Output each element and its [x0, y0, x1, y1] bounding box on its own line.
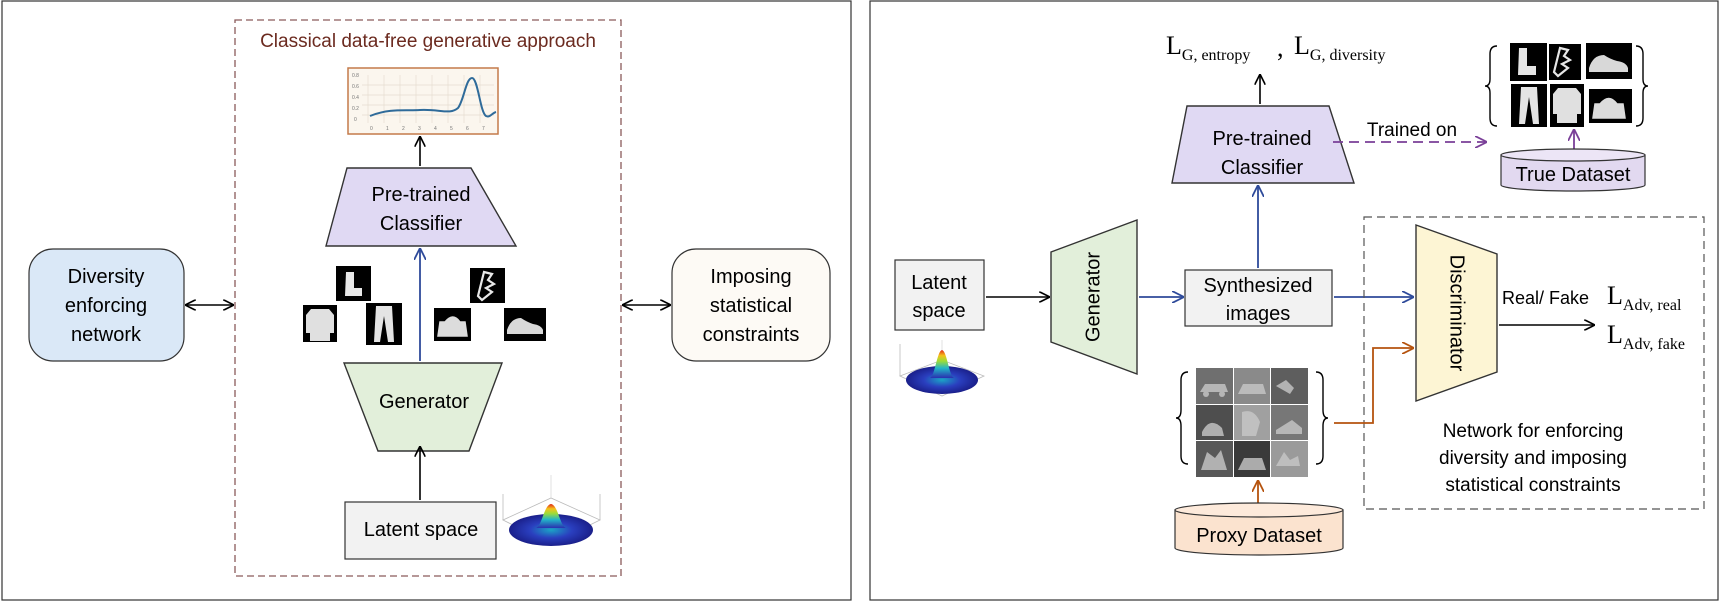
- svg-text:5: 5: [450, 126, 453, 132]
- true-dataset-samples: [1484, 43, 1649, 127]
- svg-text:7: 7: [482, 126, 485, 132]
- synthesized-images-box: [1184, 269, 1333, 327]
- svg-text:6: 6: [466, 126, 469, 132]
- trained-on-label: Trained on: [1367, 120, 1457, 141]
- diversity-network-box: [28, 248, 185, 362]
- svg-text:3: 3: [418, 126, 421, 132]
- discriminator-shape: [1415, 224, 1498, 402]
- right-latent-label-1: Latent: [911, 272, 967, 294]
- constraints-label-3: constraints: [703, 324, 800, 346]
- loss-separator: ,: [1277, 33, 1284, 62]
- svg-text:0.4: 0.4: [352, 95, 359, 101]
- svg-text:0.2: 0.2: [352, 106, 359, 112]
- left-generated-samples: [303, 266, 546, 345]
- left-panel: Classical data-free generative approach …: [1, 0, 852, 601]
- loss-entropy: LG, entropy: [1166, 31, 1250, 64]
- discriminator-label: Discriminator: [1446, 255, 1468, 372]
- network-caption-1: Network for enforcing: [1443, 421, 1624, 442]
- svg-text:0: 0: [354, 117, 357, 123]
- svg-text:0.8: 0.8: [352, 73, 359, 79]
- constraints-label-2: statistical: [710, 295, 792, 317]
- classifier-output-plot: 0.8 0.6 0.4 0.2 0 0 1 2 3 4 5 6 7: [347, 67, 499, 135]
- diversity-label-1: Diversity: [68, 266, 145, 288]
- left-classifier-label-1: Pre-trained: [372, 184, 471, 206]
- svg-text:1: 1: [386, 126, 389, 132]
- right-latent-box: [894, 259, 985, 331]
- enforcing-network-region: [1363, 216, 1705, 510]
- classical-approach-title: Classical data-free generative approach: [260, 31, 596, 52]
- true-dataset-cylinder: [1500, 148, 1646, 192]
- left-classifier-shape: [325, 167, 518, 247]
- synthesized-label-1: Synthesized: [1204, 275, 1313, 297]
- right-panel: LG, entropy , LG, diversity Pre-trained …: [869, 0, 1719, 601]
- proxy-to-discriminator-arrow: [1334, 348, 1413, 424]
- constraints-box: [671, 248, 831, 362]
- proxy-dataset-cylinder: [1174, 502, 1344, 556]
- proxy-dataset-label: Proxy Dataset: [1196, 525, 1322, 547]
- loss-diversity: LG, diversity: [1294, 31, 1385, 64]
- real-fake-label: Real/ Fake: [1502, 288, 1589, 308]
- right-generator-label: Generator: [1082, 252, 1104, 342]
- left-latent-label: Latent space: [364, 519, 479, 541]
- loss-adv-fake: LAdv, fake: [1607, 320, 1685, 353]
- left-latent-box: [344, 501, 497, 560]
- right-generator-shape: [1050, 218, 1138, 376]
- left-classifier-label-2: Classifier: [380, 213, 463, 235]
- left-generator-label: Generator: [379, 391, 469, 413]
- right-classifier-label-1: Pre-trained: [1213, 128, 1312, 150]
- svg-text:0: 0: [370, 126, 373, 132]
- right-latent-label-2: space: [912, 300, 965, 322]
- left-generator-shape: [342, 362, 504, 452]
- svg-text:2: 2: [402, 126, 405, 132]
- left-latent-gaussian-plot: [502, 475, 601, 546]
- true-dataset-label: True Dataset: [1516, 164, 1631, 186]
- diversity-label-3: network: [71, 324, 142, 346]
- classical-approach-region: [234, 19, 622, 577]
- network-caption-3: statistical constraints: [1445, 475, 1620, 496]
- svg-text:0.6: 0.6: [352, 84, 359, 90]
- network-caption-2: diversity and imposing: [1439, 448, 1627, 469]
- right-latent-gaussian-plot: [898, 340, 986, 397]
- loss-adv-real: LAdv, real: [1607, 281, 1682, 314]
- proxy-dataset-samples: [1175, 368, 1329, 477]
- constraints-label-1: Imposing: [710, 266, 791, 288]
- right-classifier-label-2: Classifier: [1221, 157, 1304, 179]
- synthesized-label-2: images: [1226, 303, 1290, 325]
- svg-text:4: 4: [434, 126, 437, 132]
- right-classifier-shape: [1171, 105, 1355, 184]
- diversity-label-2: enforcing: [65, 295, 147, 317]
